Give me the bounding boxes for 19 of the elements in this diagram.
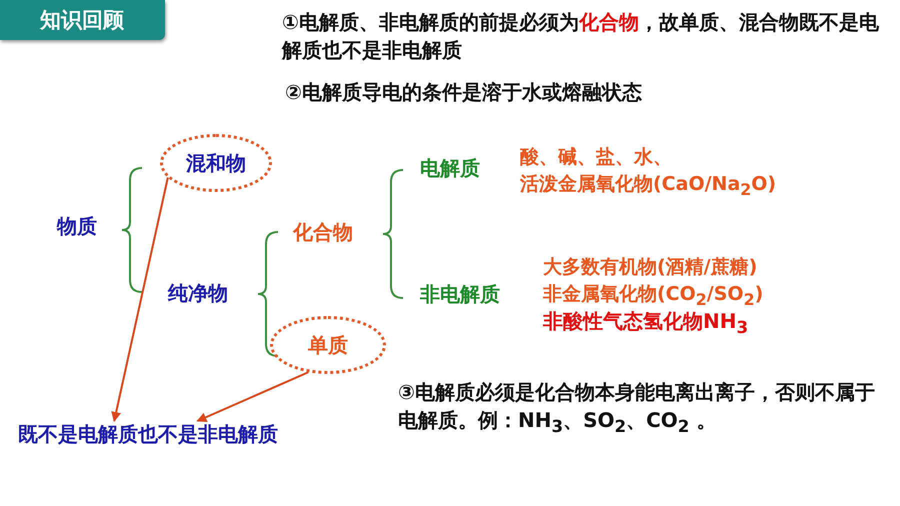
example-text: 酸、碱、盐、水、 bbox=[520, 145, 672, 170]
category-label: 电解质 bbox=[420, 155, 480, 181]
example-text: 活泼金属氧化物(CaO/Na$_{2}$O) bbox=[520, 172, 776, 201]
example-text: 非金属氧化物(CO$_{2}$/SO$_{2}$) bbox=[543, 282, 764, 311]
dotted-ellipse: 混和物 bbox=[160, 134, 272, 192]
category-label: 化合物 bbox=[293, 219, 353, 245]
note-text: ①电解质、非电解质的前提必须为化合物，故单质、混合物既不是电解质也不是非电解质 bbox=[282, 9, 880, 64]
category-label: 纯净物 bbox=[168, 280, 228, 306]
category-label: 非电解质 bbox=[420, 281, 500, 307]
category-label: 既不是电解质也不是非电解质 bbox=[18, 421, 278, 447]
category-label: 物质 bbox=[57, 213, 97, 239]
dotted-ellipse: 单质 bbox=[270, 316, 386, 374]
title-badge: 知识回顾 bbox=[0, 0, 165, 40]
note-text: ③电解质必须是化合物本身能电离出离子，否则不属于电解质。例：NH$_{3}$、SO$_{2}$、CO$_{2}$ 。 bbox=[398, 379, 876, 438]
example-text: 非酸性气态氢化物NH$_{3}$ bbox=[543, 308, 748, 339]
example-text: 大多数有机物(酒精/蔗糖) bbox=[543, 255, 758, 280]
arrow bbox=[196, 371, 309, 422]
note-text: ②电解质导电的条件是溶于水或熔融状态 bbox=[285, 79, 643, 106]
arrow bbox=[111, 177, 169, 422]
